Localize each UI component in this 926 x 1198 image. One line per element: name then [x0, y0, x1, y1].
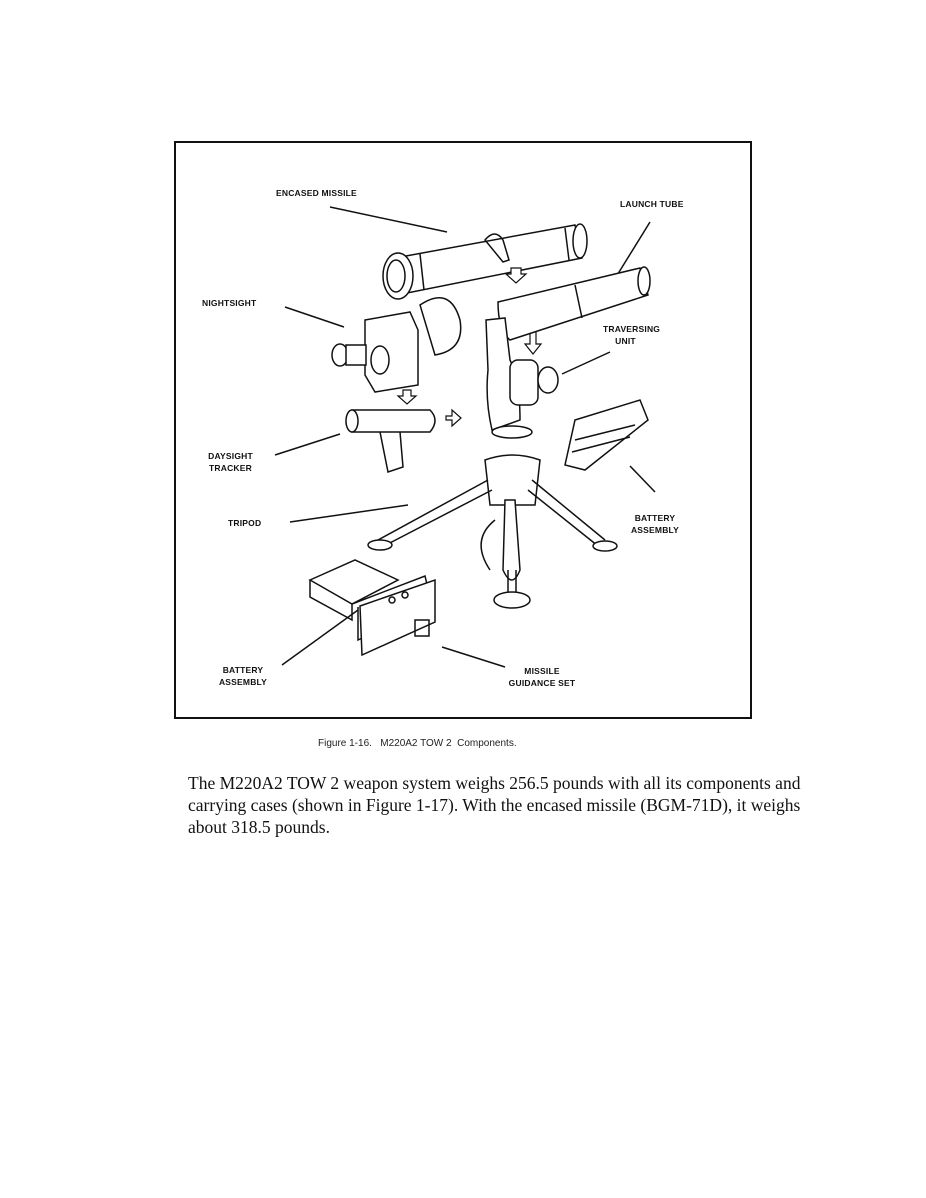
missile-guidance-set-drawing [308, 559, 436, 657]
label-nightsight: NIGHTSIGHT [202, 298, 257, 308]
encased-missile-drawing [382, 223, 588, 300]
label-tripod: TRIPOD [228, 518, 262, 528]
traversing-unit-drawing [485, 317, 559, 439]
daysight-tracker-drawing [345, 409, 436, 473]
label-battery-assembly-right: BATTERY ASSEMBLY [630, 513, 680, 535]
figure-caption: Figure 1-16. M220A2 TOW 2 Components. [318, 738, 517, 749]
battery-assembly-right-drawing [564, 399, 649, 471]
assembly-arrows [396, 267, 543, 428]
label-launch-tube: LAUNCH TUBE [620, 199, 684, 209]
leader-lines [274, 206, 656, 668]
label-missile-guidance-set: MISSILE GUIDANCE SET [508, 666, 576, 688]
label-daysight-tracker: DAYSIGHT TRACKER [208, 451, 253, 473]
label-traversing-unit: TRAVERSING UNIT [603, 324, 661, 346]
tripod-drawing [367, 454, 618, 609]
figure-frame [174, 141, 752, 719]
nightsight-drawing [331, 296, 462, 393]
label-battery-assembly-left: BATTERY ASSEMBLY [218, 665, 268, 687]
body-paragraph: The M220A2 TOW 2 weapon system weighs 25… [188, 773, 801, 837]
label-encased-missile: ENCASED MISSILE [276, 188, 357, 198]
